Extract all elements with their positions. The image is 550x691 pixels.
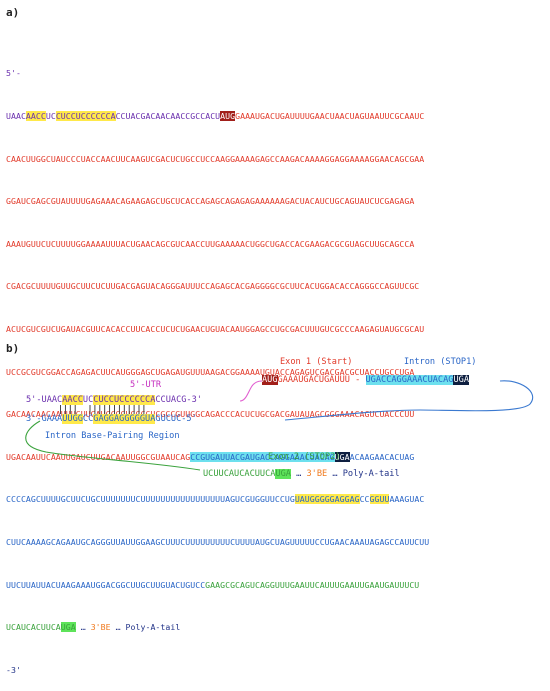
intron-seq-e: UUCUUAUUACUAAGAAAUGGACGGCUUGCUUGUACUGUCC	[6, 579, 206, 590]
intron-loop-connector	[284, 380, 533, 421]
five-prime-label: 5'-	[6, 68, 21, 79]
ellipsis-a: …	[75, 622, 91, 633]
seq-line-2: CAACUUGGCUAUCCCUACCAACUUCAAGUCGACUCUGCCU…	[6, 153, 425, 164]
base-pair-ticks	[60, 405, 145, 414]
intron-seq-d: AAAGUAC	[389, 494, 425, 505]
seq-line-1: UAACAACCUCCUCCUCCCCCCACCUACGACAACAACCGCC…	[6, 109, 429, 123]
utr-label: 5'-UTR	[130, 380, 162, 390]
seq-line-8: GACAACAACAAUUUGUUGAUGCGGUGGCCUCGCCGUUGGC…	[6, 409, 415, 420]
pairing-region-label: Intron Base-Pairing Region	[45, 431, 180, 441]
exon2-seq: UCUUCAUCACUUCA	[203, 469, 276, 479]
seq-line-13: UCAUCACUUCAUGA … 3'BE … Poly-A-tail	[6, 620, 429, 634]
top-strand: 5'-UAACAACCUCCUCCUCCCCCCACCUACG-3'	[26, 395, 202, 405]
start-codon: AUG	[220, 111, 236, 121]
exon2-sequence: UCUUCAUCACUUCAUGA … 3'BE … Poly-A-tail	[203, 469, 400, 479]
exon2-seq-b: UCAUCACUUCA	[6, 622, 61, 633]
pairing-highlight-b: UGGGGGAGGAG	[304, 494, 360, 505]
exon2-3be: 3'BE	[306, 469, 328, 479]
seq-line-4: AAAUGUUCUCUUUUGGAAAAUUUACUGAACAGCGUCAACC…	[6, 238, 415, 249]
intron-seq: UGACCAGGAAACUACAG	[365, 375, 454, 385]
exon2-connector	[25, 420, 201, 471]
top-seq-c: CC	[155, 395, 166, 405]
three-prime-be: 3'BE	[90, 622, 111, 633]
top-highlight-a: AACC	[62, 395, 83, 405]
utr-seq-d: UACGACAACAACCGCCACU	[125, 111, 221, 121]
exon1-seq-end: UGACAAUUCAAUUGAUCUUGACAAUUGGCGUAAUCAG	[6, 451, 191, 462]
seq-line-12: UUCUUAUUACUAAGAAAUGGACGGCUUGCUUGUACUGUCC…	[6, 578, 429, 592]
utr-seq-b: UC	[45, 111, 56, 121]
exon1-dash: -	[349, 375, 366, 385]
top-seq-a: 5'-UAAC	[26, 395, 63, 405]
utr-highlight-a: AACC	[25, 111, 46, 121]
exon1-label: Exon 1 (Start)	[280, 357, 353, 367]
seq-line-6: ACUCGUCGUCUGAUACGUUCACACCUUCACCUCUCUGAAC…	[6, 323, 425, 334]
intron-seq-a: ACAAGAACACUAG	[349, 451, 415, 462]
top-seq-d: UACG-3'	[165, 395, 202, 405]
exon2-seq-a: GAAGCGCAGUCAGGUUUGAAUUCAUUUGAAUUGAAUGAUU…	[205, 579, 420, 590]
panel-b-label: b)	[6, 342, 20, 355]
intron-stop-codon: UGA	[453, 375, 469, 385]
seq-line-5: CGACGCUUUUGUUGCUUCUCUUGACGAGUACAGGGAUUUC…	[6, 281, 420, 292]
intron-label: Intron (STOP1)	[404, 357, 477, 367]
seq-line-3: GGAUCGAGCGUAUUUUGAGAAACAGAAGAGCUGCUCACCA…	[6, 196, 415, 207]
seq-line-10: CCCCAGCUUUUGCUUCUGCUUUUUUUCUUUUUUUUUUUUU…	[6, 492, 429, 506]
three-prime-label: -3'	[6, 664, 21, 675]
seq-line-11: CUUCAAAAGCAGAAUGCAGGGUUAUUGGAAGCUUUCUUUU…	[6, 536, 430, 547]
exon1-sequence: AUGGAAAUGACUGAUUU - UGACCAGGAAACUACAGUGA	[262, 375, 469, 385]
bottom-strand: 3'-GAAAUUGGCCGAGGAGGGGGUAGUCUC-5'	[26, 414, 197, 424]
bottom-seq-a: 3'-GAAA	[26, 414, 63, 424]
exon2-ellipsis: …	[290, 469, 307, 479]
exon1-start-codon: AUG	[262, 375, 278, 385]
exon2-stop-codon: UGA	[275, 469, 291, 479]
panel-a-label: a)	[6, 6, 20, 19]
utr-highlight-b: CUCCUCCCCCCA	[55, 111, 116, 121]
utr-to-exon1-connector	[239, 380, 263, 402]
exon2-poly-a: … Poly-A-tail	[327, 469, 400, 479]
utr-seq-c: CC	[115, 111, 126, 121]
exon1-seq-start: GAAAUGACUGAUUUUGAACUAACUAGUAAUUCGCAAUC	[235, 111, 425, 121]
bottom-seq-d: UCUC-5'	[160, 414, 197, 424]
stop1-codon: UGA	[334, 451, 350, 462]
bottom-highlight-a: UUGG	[62, 414, 83, 424]
bottom-highlight-b: GAGGAGGGGGUA	[93, 414, 156, 424]
seq-line-9: UGACAAUUCAAUUGAUCUUGACAAUUGGCGUAAUCAGCCG…	[6, 450, 429, 464]
pairing-highlight-c: GGUU	[369, 494, 390, 505]
exon2-label: Exon 2 (STOP2)	[268, 452, 341, 462]
bottom-seq-b: CC	[82, 414, 94, 424]
bottom-seq-c: G	[155, 414, 161, 424]
panel-b-connectors	[25, 380, 533, 471]
utr-seq-a: UAAC	[6, 111, 26, 121]
intron-highlight: CCGUGAUUACGAUGACCAGGAAACUACAG	[190, 451, 335, 462]
top-seq-b: UC	[82, 395, 94, 405]
poly-a-tail: … Poly-A-tail	[110, 622, 181, 633]
stop2-codon: UGA	[60, 622, 76, 633]
exon1-seq: GAAAUGACUGAUUU	[277, 375, 350, 385]
intron-seq-c: CC	[359, 494, 370, 505]
intron-seq-b: CCCCAGCUUUUGCUUCUGCUUUUUUUCUUUUUUUUUUUUU…	[6, 494, 295, 505]
pairing-highlight-a: UA	[294, 494, 305, 505]
top-highlight-b: CUCCUCCCCCCA	[93, 395, 156, 405]
seq-line-7: UCCGCGUCGGACCAGAGACUUCAUGGGAGCUGAGAUGUUU…	[6, 366, 415, 377]
